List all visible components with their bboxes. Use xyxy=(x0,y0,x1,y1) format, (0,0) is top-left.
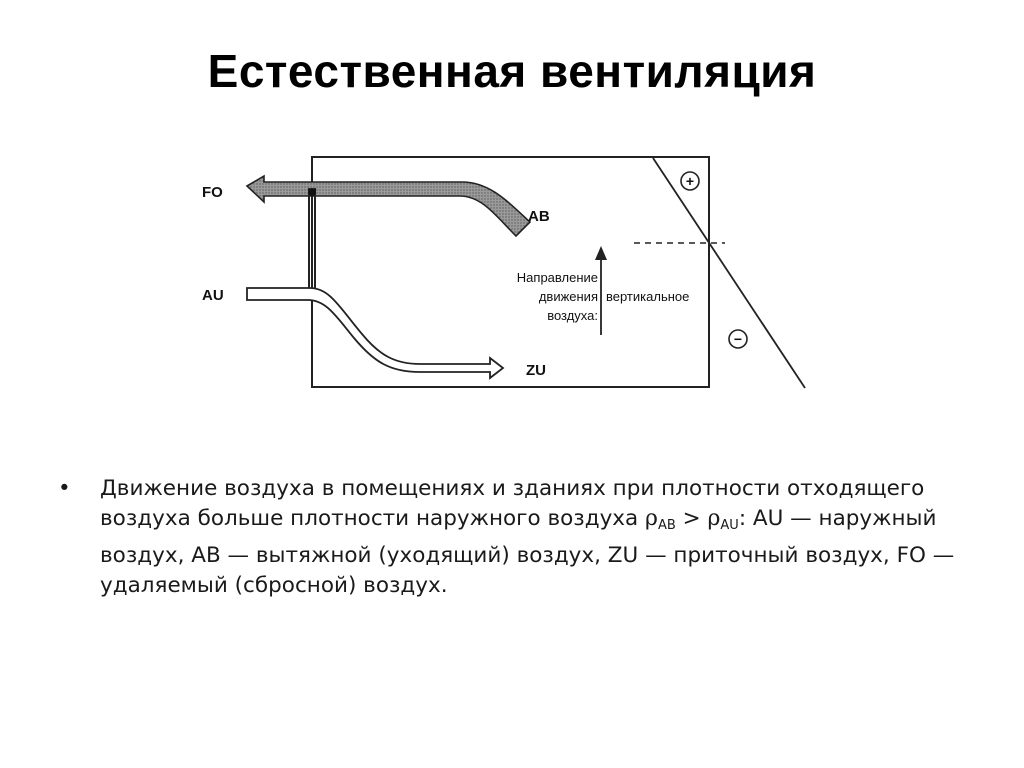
minus-sign: − xyxy=(734,331,742,347)
slide-title: Естественная вентиляция xyxy=(207,45,817,97)
label-vertical: вертикальное xyxy=(606,289,689,304)
direction-arrow-head xyxy=(595,246,607,260)
bullet-text-part-2: > xyxy=(675,506,708,531)
ventilation-diagram: FO AB AU ZU Направление движения воздуха… xyxy=(202,156,806,389)
direction-line-3: воздуха: xyxy=(547,308,598,323)
bullet-text-part-3: : AU — наружный воздух, AB — вытяжной (у… xyxy=(100,506,955,598)
direction-line-1: Направление xyxy=(517,270,598,285)
label-au: AU xyxy=(202,287,224,304)
minus-circle xyxy=(728,329,748,349)
pressure-line xyxy=(652,157,806,389)
rho-symbol-ab: ρ xyxy=(645,506,658,531)
plus-circle xyxy=(680,171,700,191)
subscript-au: AU xyxy=(720,518,739,533)
supply-air-arrow xyxy=(246,287,505,380)
building-outline xyxy=(311,156,710,388)
exhaust-air-arrow xyxy=(245,174,532,238)
bullet-marker: • xyxy=(58,476,71,501)
bullet-text: Движение воздуха в помещениях и зданиях … xyxy=(100,474,980,601)
rho-symbol-au: ρ xyxy=(707,506,721,531)
plus-sign: + xyxy=(686,173,694,189)
direction-line-2: движения xyxy=(539,289,598,304)
subscript-ab: AB xyxy=(657,518,676,533)
label-zu: ZU xyxy=(526,362,546,379)
connector-dot-top xyxy=(308,188,316,196)
label-ab: AB xyxy=(528,208,550,225)
bullet-text-part-1: Движение воздуха в помещениях и зданиях … xyxy=(100,476,925,531)
label-fo: FO xyxy=(202,184,223,201)
